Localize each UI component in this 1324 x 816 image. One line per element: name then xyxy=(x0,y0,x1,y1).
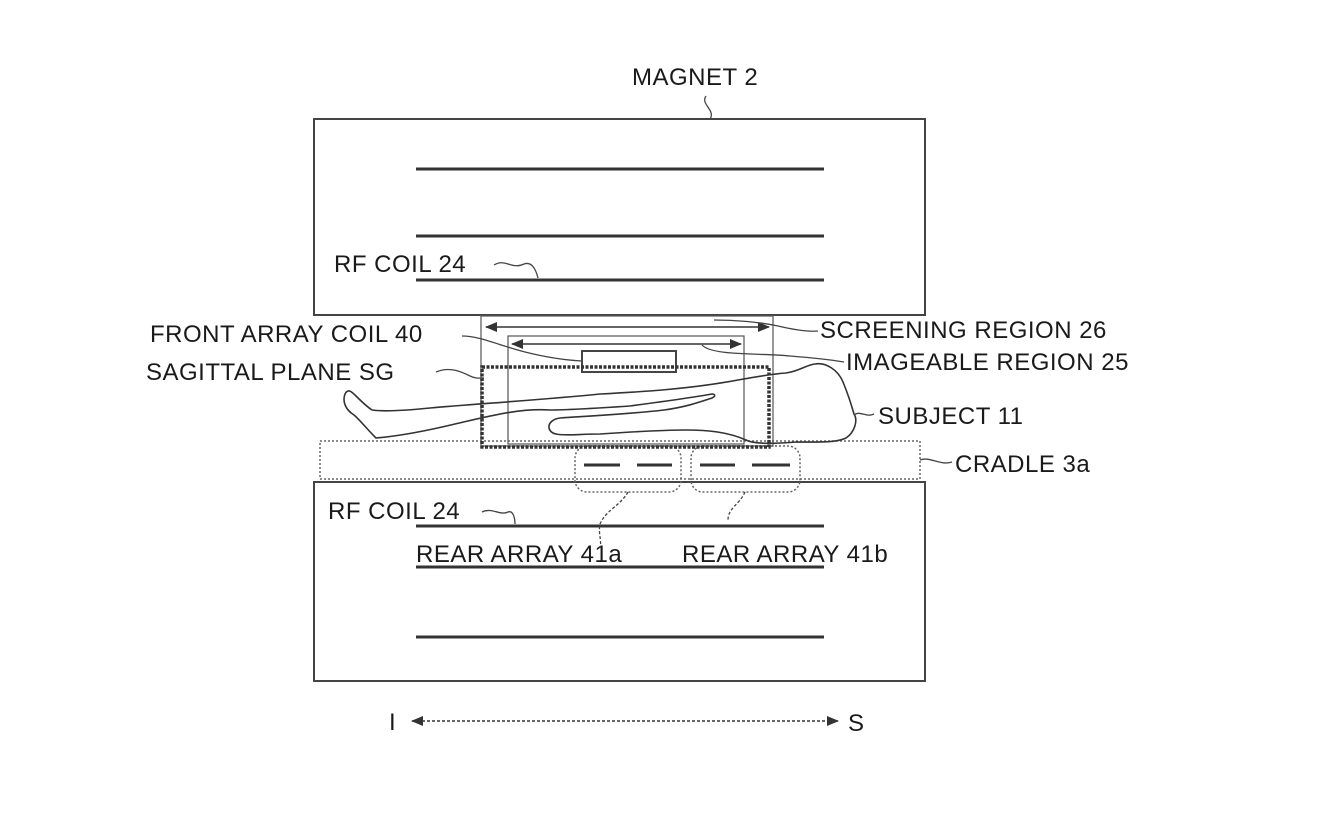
front-array-coil-label: FRONT ARRAY COIL 40 xyxy=(150,321,423,348)
front-array-coil xyxy=(581,350,677,373)
rf-coil-bottom-label: RF COIL 24 xyxy=(328,498,460,525)
imageable-region-box xyxy=(507,335,745,445)
rear-array-41a xyxy=(574,445,682,493)
cradle-label: CRADLE 3a xyxy=(955,451,1090,478)
magnet-upper-block xyxy=(313,118,926,316)
rear-array-b-label: REAR ARRAY 41b xyxy=(682,541,888,568)
subject-leader xyxy=(853,412,875,416)
sagittal-plane-leader xyxy=(435,368,485,379)
screening-region-leader xyxy=(713,319,819,332)
sagittal-plane-box xyxy=(480,365,771,449)
magnet-lower-block xyxy=(313,481,926,682)
rf-coil-top-label: RF COIL 24 xyxy=(334,251,466,278)
rear-array-41b-leader xyxy=(727,491,746,521)
cradle-leader xyxy=(919,458,953,464)
sagittal-plane-label: SAGITTAL PLANE SG xyxy=(146,359,395,386)
screening-region-label: SCREENING REGION 26 xyxy=(820,317,1107,344)
front-array-coil-leader xyxy=(461,335,583,362)
rear-array-41b xyxy=(690,445,801,493)
rear-array-41a-leader xyxy=(598,491,629,549)
magnet-label: MAGNET 2 xyxy=(632,64,758,91)
imageable-region-label: IMAGEABLE REGION 25 xyxy=(846,349,1129,376)
axis-label-inferior: I xyxy=(389,709,396,736)
rf-coil-bottom-leader xyxy=(481,509,516,525)
rear-array-a-label: REAR ARRAY 41a xyxy=(416,541,622,568)
axis-label-superior: S xyxy=(848,710,865,737)
imageable-region-leader xyxy=(701,344,845,363)
subject-outline xyxy=(343,362,857,445)
rf-coil-top-leader xyxy=(493,262,539,279)
magnet-leader xyxy=(704,95,712,120)
subject-label: SUBJECT 11 xyxy=(878,403,1024,430)
cradle xyxy=(319,440,921,480)
